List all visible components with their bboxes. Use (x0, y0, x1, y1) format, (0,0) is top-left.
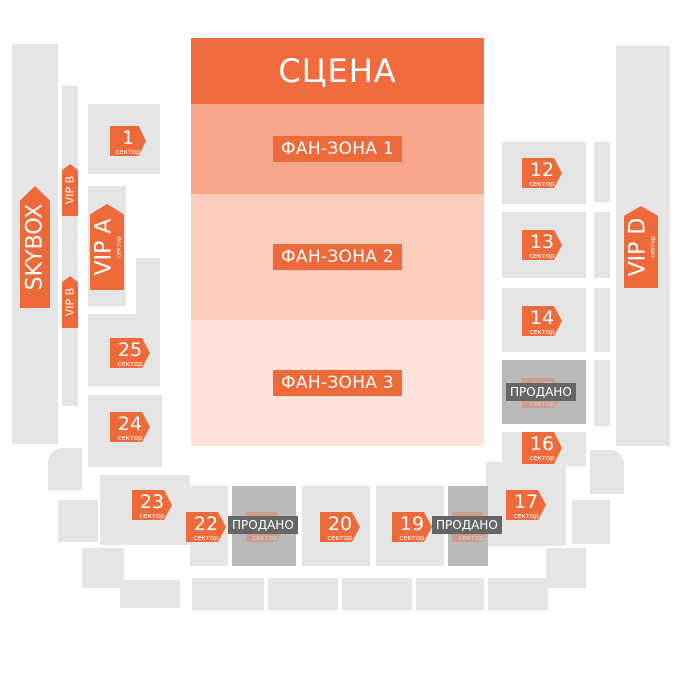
sector-caption: сектор (529, 252, 555, 260)
sector-number: 14 (529, 307, 555, 329)
left-strip (62, 86, 78, 406)
sector-24-tag[interactable]: 24 сектор (110, 412, 150, 442)
sector-22-tag[interactable]: 22 сектор (186, 512, 226, 542)
skybox-tag[interactable]: SKYBOX (20, 186, 50, 308)
sector-caption: сектор (513, 512, 539, 520)
sector-25-tag[interactable]: 25 сектор (110, 338, 150, 368)
bowl-block (48, 448, 82, 490)
sector-number: 23 (139, 491, 165, 513)
sold-label-sector-15: ПРОДАНО (506, 383, 576, 401)
vip-b-upper-tag[interactable]: VIP B (62, 164, 78, 216)
sector-caption: сектор (529, 180, 555, 188)
sector-number: 19 (399, 513, 425, 535)
sector-caption: сектор (327, 534, 353, 542)
fan-zone-3[interactable]: ФАН-ЗОНА 3 (191, 320, 484, 446)
bowl-block (58, 500, 98, 542)
right-strip (594, 360, 610, 426)
sector-number: 1 (121, 127, 135, 149)
sector-number: 17 (513, 491, 539, 513)
sector-13-tag[interactable]: 13 сектор (522, 230, 562, 260)
sector-20-tag[interactable]: 20 сектор (320, 512, 360, 542)
sector-caption: сектор (193, 534, 219, 542)
sector-number: 24 (117, 413, 143, 435)
vip-a-label: VIP A (91, 218, 117, 276)
sold-label-sector-21: ПРОДАНО (228, 516, 298, 534)
bottom-outer-block (416, 578, 484, 610)
bottom-outer-block (268, 578, 338, 610)
vip-b-upper-label: VIP B (63, 175, 77, 205)
bowl-block (546, 548, 586, 588)
sector-caption: сектор (529, 400, 555, 408)
vip-b-lower-tag[interactable]: VIP B (62, 276, 78, 328)
sector-caption: сектор (252, 534, 278, 542)
sector-caption: сектор (115, 148, 141, 156)
sector-caption: сектор (117, 434, 143, 442)
sector-number: 22 (193, 513, 219, 535)
sector-17-tag[interactable]: 17 сектор (506, 490, 546, 520)
fan-zone-3-label: ФАН-ЗОНА 3 (272, 370, 403, 396)
sector-1-tag[interactable]: 1 сектор (110, 126, 146, 156)
fan-zone-2-label: ФАН-ЗОНА 2 (272, 244, 403, 270)
sector-14-tag[interactable]: 14 сектор (522, 306, 562, 336)
bowl-block (572, 500, 610, 544)
vip-d-caption: сектор (649, 236, 657, 258)
sector-caption: сектор (117, 360, 143, 368)
sector-number: 20 (327, 513, 353, 535)
skybox-label: SKYBOX (22, 203, 48, 291)
bottom-outer-block (342, 578, 412, 610)
right-strip (594, 288, 610, 352)
sold-label-sector-18: ПРОДАНО (432, 516, 502, 534)
stage-label: СЦЕНА (278, 52, 397, 90)
fan-zone-2[interactable]: ФАН-ЗОНА 2 (191, 194, 484, 320)
vip-d-label: VIP D (625, 217, 651, 277)
sector-number: 16 (529, 433, 555, 455)
right-strip (594, 142, 610, 202)
sector-number: 25 (117, 339, 143, 361)
sector-19-tag[interactable]: 19 сектор (392, 512, 432, 542)
fan-zone-1[interactable]: ФАН-ЗОНА 1 (191, 104, 484, 194)
vip-a-caption: сектор (115, 236, 123, 258)
right-strip (594, 212, 610, 278)
sector-caption: сектор (529, 328, 555, 336)
sector-number: 12 (529, 159, 555, 181)
bowl-block (120, 580, 180, 608)
fan-zone-1-label: ФАН-ЗОНА 1 (272, 136, 403, 162)
vip-b-lower-label: VIP B (63, 287, 77, 317)
stage: СЦЕНА (191, 38, 484, 104)
sector-caption: сектор (139, 512, 165, 520)
sector-number: 13 (529, 231, 555, 253)
bowl-block (82, 548, 124, 588)
bowl-block (590, 450, 624, 494)
sector-caption: сектор (529, 454, 555, 462)
bottom-outer-block (488, 578, 548, 610)
sector-16-tag[interactable]: 16 сектор (522, 432, 562, 464)
sector-23-tag[interactable]: 23 сектор (132, 490, 172, 520)
sector-caption: сектор (399, 534, 425, 542)
sector-caption: сектор (458, 534, 484, 542)
bottom-outer-block (192, 578, 264, 610)
sector-12-tag[interactable]: 12 сектор (522, 158, 562, 188)
